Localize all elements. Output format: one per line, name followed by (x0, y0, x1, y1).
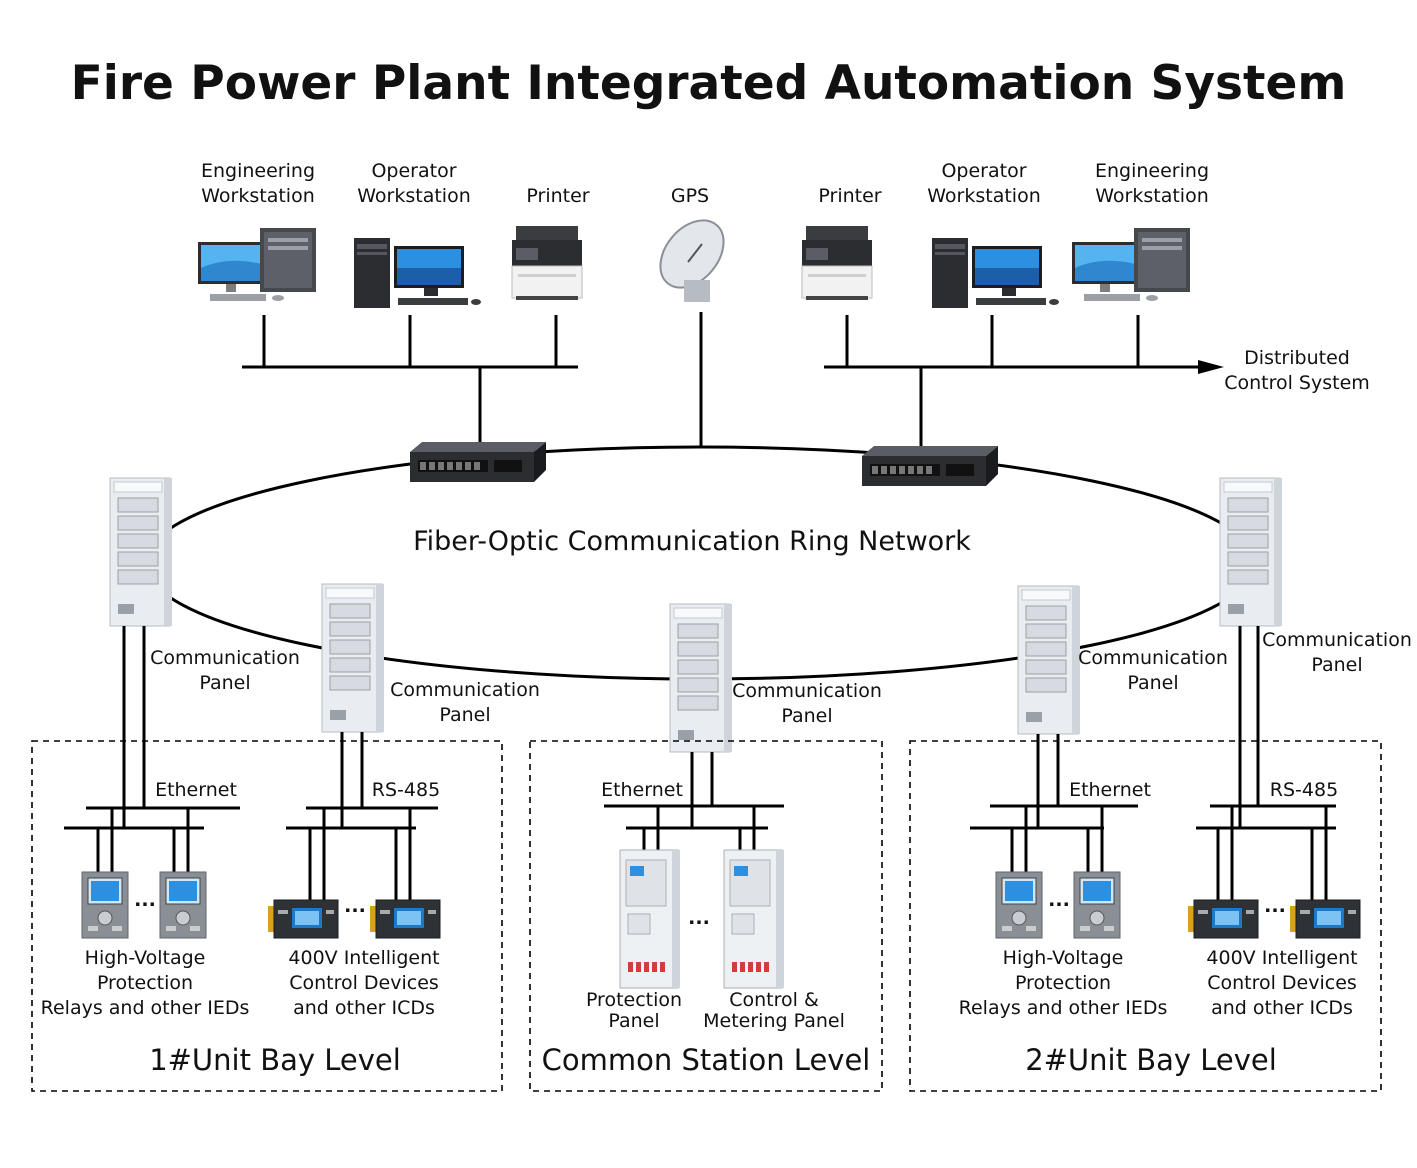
engineering-workstation-icon (1072, 228, 1190, 301)
ethernet-bus-label: Ethernet (155, 779, 237, 801)
hv-relay-icon (1073, 871, 1121, 939)
unit2-level-box (909, 740, 1382, 1092)
lv-device-icon (369, 899, 441, 939)
ellipsis: ... (1264, 895, 1286, 917)
protection-panel-icon (619, 849, 681, 989)
level-title: 2#Unit Bay Level (1025, 1043, 1277, 1077)
satellite-dish-icon (659, 219, 725, 302)
hv-relay-icon (81, 871, 129, 939)
arrow-head-icon (1198, 360, 1224, 374)
ellipsis: ... (344, 895, 366, 917)
lv-device-icon (1289, 899, 1361, 939)
communication-cabinet-icon (1017, 585, 1081, 735)
hv-relay-icon (995, 871, 1043, 939)
engineering-workstation-icon (198, 228, 316, 301)
lv-device-icon (1187, 899, 1259, 939)
network-switch-icon (410, 442, 546, 482)
level-title: 1#Unit Bay Level (149, 1043, 401, 1077)
communication-cabinet-icon (669, 603, 733, 753)
printer-icon (801, 225, 873, 301)
ellipsis: ... (134, 889, 156, 911)
device-label: GPS (670, 185, 710, 207)
communication-cabinet-icon (1219, 477, 1283, 627)
rs485-bus-label: RS-485 (1269, 779, 1339, 801)
common-level-box (529, 740, 883, 1092)
printer-icon (511, 225, 583, 301)
communication-cabinet-icon (109, 477, 173, 627)
device-label: Printer (526, 185, 590, 207)
metering-panel-label: Control &Metering Panel (703, 989, 845, 1032)
ethernet-bus-label: Ethernet (1069, 779, 1151, 801)
network-switch-icon (862, 446, 998, 486)
page-title: Fire Power Plant Integrated Automation S… (70, 56, 1347, 111)
lv-device-icon (267, 899, 339, 939)
operator-workstation-icon (932, 238, 1059, 308)
ethernet-bus-label: Ethernet (601, 779, 683, 801)
hv-relay-icon (159, 871, 207, 939)
ring-label: Fiber-Optic Communication Ring Network (413, 526, 971, 557)
unit1-level-box (31, 740, 503, 1092)
device-label: Printer (818, 185, 882, 207)
communication-cabinet-icon (321, 583, 385, 733)
ellipsis: ... (1048, 889, 1070, 911)
rs485-bus-label: RS-485 (371, 779, 441, 801)
level-title: Common Station Level (541, 1043, 871, 1077)
metering-panel-icon (723, 849, 785, 989)
ellipsis: ... (688, 907, 710, 929)
operator-workstation-icon (354, 238, 481, 308)
